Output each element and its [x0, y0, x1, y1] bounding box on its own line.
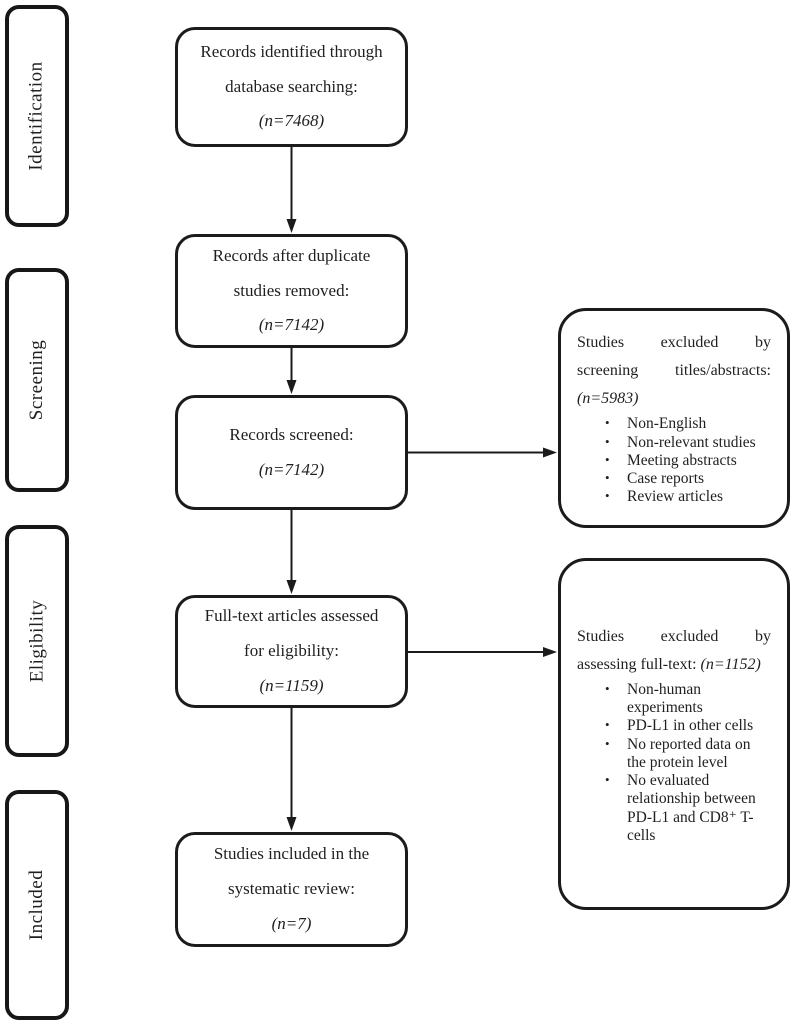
bullet-icon: •	[605, 433, 610, 449]
stage-label: Eligibility	[26, 599, 47, 683]
list-item: • Meeting abstracts	[605, 451, 737, 469]
node-count: (n=7142)	[258, 459, 325, 479]
bullet-icon: •	[605, 488, 610, 504]
node-count: (n=7142)	[258, 315, 325, 335]
exclusion-count: (n=5983)	[577, 390, 639, 408]
node-count: (n=7468)	[258, 111, 325, 131]
bullet-icon: •	[605, 415, 610, 431]
stage-label: Included	[26, 869, 48, 941]
list-item: • No reported data on the protein level	[605, 735, 751, 771]
exclusion-heading: assessing full-text: (n=1152)	[577, 655, 761, 673]
list-item: • No evaluated relationship between PD-L…	[605, 772, 756, 844]
list-item: • Case reports	[605, 470, 705, 488]
stage-label: Screening	[26, 339, 48, 421]
bullet-icon: •	[605, 735, 610, 751]
node-text: for eligibility:	[244, 641, 339, 661]
exclusion-bullet-list: • Non-English • Non-relevant studies • M…	[577, 415, 771, 506]
stage-included: Included	[5, 790, 69, 1020]
bullet-icon: •	[605, 717, 610, 733]
list-item: • Non-English	[605, 415, 707, 433]
bullet-icon: •	[605, 680, 610, 696]
exclusion-box-screening: Studies excluded by screening titles/abs…	[558, 308, 790, 528]
exclusion-box-fulltext: Studies excluded by assessing full-text:…	[558, 558, 790, 910]
list-item: • PD-L1 in other cells	[605, 717, 754, 735]
list-item: • Non-human experiments	[605, 680, 703, 717]
node-fulltext-assessed: Full-text articles assessed for eligibil…	[175, 595, 408, 708]
node-text: Full-text articles assessed	[204, 606, 379, 626]
node-count: (n=7)	[271, 913, 312, 933]
node-text: systematic review:	[228, 879, 355, 899]
node-count: (n=1159)	[259, 675, 324, 695]
stage-eligibility: Eligibility	[5, 525, 69, 757]
bullet-icon: •	[605, 451, 610, 467]
node-records-identified: Records identified through database sear…	[175, 27, 408, 147]
node-duplicates-removed: Records after duplicate studies removed:…	[175, 234, 408, 348]
node-text: database searching:	[225, 76, 358, 96]
exclusion-bullet-list: • Non-human experiments • PD-L1 in other…	[577, 681, 771, 846]
stage-screening: Screening	[5, 268, 69, 492]
exclusion-count: (n=1152)	[700, 655, 761, 673]
stage-identification: Identification	[5, 5, 69, 227]
exclusion-heading: screening titles/abstracts:	[577, 362, 771, 380]
node-text: studies removed:	[233, 280, 350, 300]
stage-label: Identification	[26, 61, 48, 171]
bullet-icon: •	[605, 470, 610, 486]
node-text: Records after duplicate	[212, 245, 371, 265]
node-text: Records identified through	[200, 41, 383, 61]
node-records-screened: Records screened: (n=7142)	[175, 395, 408, 510]
bullet-icon: •	[605, 772, 610, 788]
node-text: Records screened:	[229, 424, 354, 444]
node-studies-included: Studies included in the systematic revie…	[175, 832, 408, 947]
exclusion-heading: Studies excluded by	[577, 334, 771, 352]
list-item: • Non-relevant studies	[605, 433, 756, 451]
list-item: • Review articles	[605, 488, 723, 506]
node-text: Studies included in the	[213, 844, 370, 864]
exclusion-heading: Studies excluded by	[577, 627, 771, 645]
